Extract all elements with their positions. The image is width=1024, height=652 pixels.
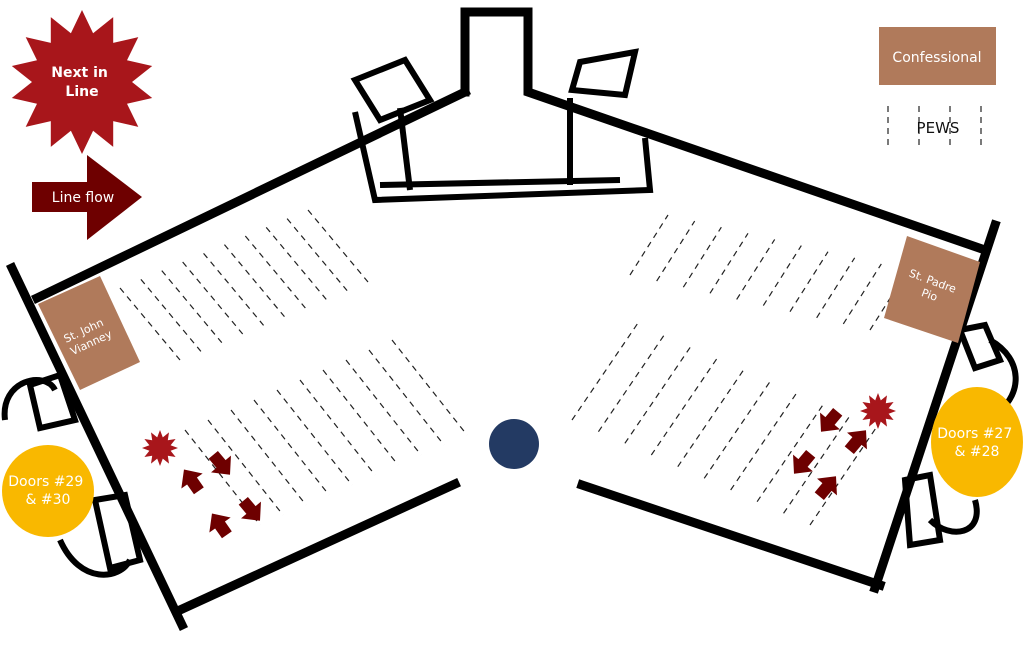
pew: [842, 263, 882, 325]
flow-arrow-icon: [814, 476, 837, 501]
confessional-label-line: Pio: [920, 286, 940, 304]
flow-arrow-icon: [208, 450, 231, 475]
doors-label-line: Doors #29: [8, 474, 83, 490]
next-in-line-marker-icon: [860, 393, 896, 429]
pew: [571, 319, 641, 421]
pew: [140, 278, 202, 352]
flow-arrow-icon: [238, 496, 261, 521]
pew: [253, 399, 330, 496]
pew: [286, 218, 348, 292]
pew: [207, 419, 284, 516]
line-flow-markers: [142, 393, 896, 539]
svg-text:Doors #29 & #30: Doors #29 & #30: [8, 474, 87, 508]
pew: [230, 409, 307, 506]
pew: [762, 245, 802, 306]
pew: [223, 244, 285, 318]
flow-arrow-icon: [844, 430, 867, 455]
pew: [816, 257, 856, 319]
doors-29-30[interactable]: Doors #29 & #30: [2, 445, 94, 537]
pew: [656, 220, 696, 282]
legend-confessional-label: Confessional: [892, 50, 981, 66]
flow-arrow-icon: [793, 449, 816, 474]
starburst-icon: [11, 10, 153, 154]
svg-text:Doors #27 & #28: Doors #27 & #28: [937, 426, 1016, 460]
pew: [677, 366, 747, 468]
pew: [703, 377, 773, 479]
flow-arrow-icon: [820, 407, 843, 432]
legend-confessional: Confessional: [879, 27, 996, 85]
pew: [368, 349, 445, 446]
pew: [391, 339, 468, 436]
confessional-st-padre-pio[interactable]: St. Padre Pio: [884, 236, 980, 343]
center-marker: [489, 419, 539, 469]
next-in-line-marker-icon: [142, 430, 178, 466]
pew: [756, 401, 826, 503]
pew: [650, 354, 720, 456]
legend-pews: PEWS: [887, 106, 982, 148]
arrow-right-icon: [32, 155, 142, 240]
doors-label-line: & #30: [26, 492, 71, 508]
confessional-st-john-vianney[interactable]: St. John Vianney: [38, 276, 140, 390]
pew: [730, 389, 800, 491]
legend-next-in-line: Next in Line: [11, 10, 153, 154]
pew: [809, 424, 879, 526]
pews: [119, 209, 909, 526]
pew: [203, 252, 265, 326]
pew: [736, 239, 776, 300]
walls: [1, 7, 1019, 631]
legend-next-in-line-label: Next in: [51, 65, 108, 81]
doors-label-line: & #28: [955, 444, 1000, 460]
doors-label-line: Doors #27: [937, 426, 1012, 442]
pew: [119, 287, 181, 361]
pew: [783, 412, 853, 514]
flow-arrow-icon: [181, 469, 204, 495]
pew: [322, 369, 399, 466]
legend-line-flow: Line flow: [32, 155, 142, 240]
svg-text:Next in Line: Next in Line: [51, 65, 112, 100]
pew: [307, 209, 369, 283]
pew: [299, 379, 376, 476]
legend-next-in-line-label: Line: [65, 84, 98, 100]
pew: [161, 270, 223, 344]
pew: [182, 261, 244, 335]
pew: [276, 389, 353, 486]
pew: [629, 214, 669, 276]
pew: [624, 342, 694, 444]
pew: [709, 233, 749, 294]
legend-line-flow-label: Line flow: [52, 190, 114, 206]
legend-pews-label: PEWS: [917, 119, 960, 137]
pew: [244, 235, 306, 309]
pew: [789, 251, 829, 312]
pew: [345, 359, 422, 456]
doors-27-28[interactable]: Doors #27 & #28: [931, 387, 1023, 497]
pew: [682, 226, 722, 288]
pew: [597, 331, 667, 433]
pew: [265, 226, 327, 300]
flow-arrow-icon: [209, 513, 232, 539]
